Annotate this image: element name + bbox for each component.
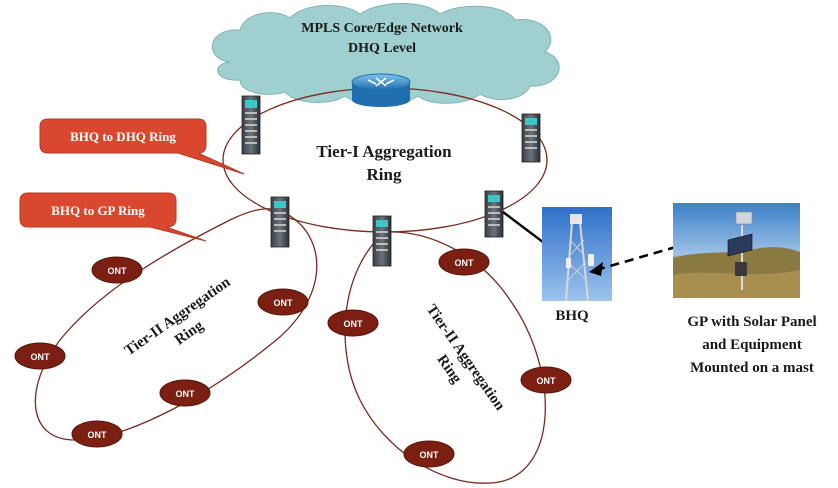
callout-bhq-dhq-text: BHQ to DHQ Ring xyxy=(70,129,176,144)
tier2-right-label: Tier-II Aggregation Ring xyxy=(423,302,508,414)
callout-bhq-gp-text: BHQ to GP Ring xyxy=(51,203,145,218)
arrowhead-left-icon xyxy=(589,262,603,276)
tier2-right-ring xyxy=(344,231,546,484)
ont-node: ONT xyxy=(14,342,66,370)
callout-bhq-gp: BHQ to GP Ring xyxy=(19,192,207,242)
gp-label-line1: GP with Solar Panel xyxy=(687,314,816,330)
mpls-cloud: MPLS Core/Edge Network DHQ Level xyxy=(212,3,560,106)
bhq-label: BHQ xyxy=(555,308,589,324)
ont-label: ONT xyxy=(108,266,128,276)
gp-label-line3: Mounted on a mast xyxy=(690,360,814,376)
ont-node: ONT xyxy=(159,379,211,407)
wireless-link xyxy=(595,230,729,272)
ont-node: ONT xyxy=(257,288,309,316)
cloud-title-line2: DHQ Level xyxy=(348,41,416,56)
server-rack-icon xyxy=(484,190,504,238)
tier2-left-ring xyxy=(34,208,318,441)
server-rack-icon xyxy=(372,215,392,267)
router-icon xyxy=(351,73,411,107)
server-rack-icon xyxy=(270,196,290,248)
ont-label: ONT xyxy=(455,258,475,268)
callout-bhq-dhq: BHQ to DHQ Ring xyxy=(39,118,245,175)
ont-node: ONT xyxy=(438,248,490,276)
ont-label: ONT xyxy=(420,450,440,460)
ont-label: ONT xyxy=(537,376,557,386)
tier2-left-label: Tier-II Aggregation Ring xyxy=(122,274,234,359)
ont-label: ONT xyxy=(176,389,196,399)
ont-label: ONT xyxy=(31,352,51,362)
server-rack-icon xyxy=(241,95,261,155)
tier2-left-label-line1: Tier-II Aggregation xyxy=(122,274,234,359)
ont-node: ONT xyxy=(520,366,572,394)
tier2-right-label-line1: Tier-II Aggregation xyxy=(423,302,508,414)
telecom-tower-photo xyxy=(542,207,612,302)
tier1-label-line1: Tier-I Aggregation xyxy=(316,142,452,161)
tier1-label-line2: Ring xyxy=(367,165,402,184)
gp-label-line2: and Equipment xyxy=(702,337,802,353)
server-rack-icon xyxy=(521,113,541,163)
ont-label: ONT xyxy=(274,298,294,308)
ont-node: ONT xyxy=(327,309,379,337)
cloud-shape xyxy=(212,3,560,106)
solar-panel-mast-photo xyxy=(673,203,800,298)
ont-node: ONT xyxy=(403,440,455,468)
ont-node: ONT xyxy=(71,420,123,448)
cloud-title-line1: MPLS Core/Edge Network xyxy=(301,21,463,36)
ont-node: ONT xyxy=(91,256,143,284)
ont-label: ONT xyxy=(88,430,108,440)
ont-label: ONT xyxy=(344,319,364,329)
